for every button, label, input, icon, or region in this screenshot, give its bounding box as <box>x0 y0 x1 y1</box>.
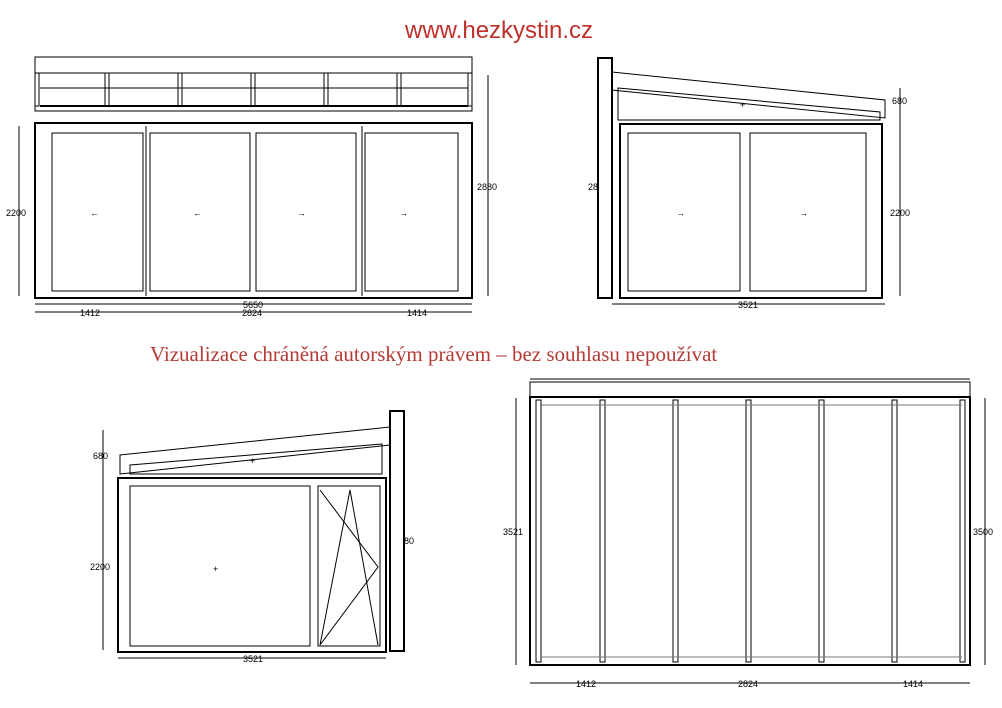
roof-post <box>745 399 752 663</box>
roof-mullion <box>177 72 183 107</box>
dim-label: 1414 <box>903 679 923 689</box>
dim-label: 2200 <box>90 562 110 572</box>
roof-post <box>818 399 825 663</box>
dim-label: 2200 <box>6 208 26 218</box>
roof-post <box>672 399 679 663</box>
dim-label: 1412 <box>576 679 596 689</box>
dim-label: 680 <box>892 96 907 106</box>
copyright-watermark: Vizualizace chráněná autorským právem – … <box>150 342 717 366</box>
dim-label: 80 <box>404 536 414 546</box>
slide-arrow: ← <box>193 208 202 218</box>
dim-label: 3500 <box>973 527 993 537</box>
svg-text:+: + <box>250 456 255 466</box>
dim-label: 2824 <box>738 679 758 689</box>
back-view: 3521 3500 1412 2824 1414 <box>503 378 993 689</box>
roof-mullion <box>467 72 473 107</box>
roof-post <box>891 399 898 663</box>
roof-mullion <box>104 72 110 107</box>
slide-arrow: → <box>297 208 306 218</box>
roof-post <box>959 399 966 663</box>
dim-label: 2200 <box>890 208 910 218</box>
roof-mullion <box>323 72 329 107</box>
site-url: www.hezkystin.cz <box>404 17 593 44</box>
dim-label: 680 <box>93 451 108 461</box>
dim-label: 2824 <box>242 308 262 318</box>
dim-label: 3521 <box>738 300 758 310</box>
svg-text:+: + <box>740 100 745 110</box>
side-view-left: + + 680 2200 80 3521 <box>90 410 414 664</box>
dim-label: 28 <box>588 182 598 192</box>
dim-label: 3521 <box>503 527 523 537</box>
slide-arrow: → <box>799 208 808 218</box>
dim-label: 5650 <box>243 300 263 310</box>
roof-post <box>599 399 606 663</box>
roof-mullion <box>396 72 402 107</box>
dim-label: 1412 <box>80 308 100 318</box>
dim-label: 3521 <box>243 654 263 664</box>
slide-arrow: ← <box>90 208 99 218</box>
roof-post <box>535 399 542 663</box>
svg-text:+: + <box>213 564 218 574</box>
slide-arrow: → <box>676 208 685 218</box>
side-view-right: + → → 28 680 2200 3521 <box>588 57 910 310</box>
dim-label: 1414 <box>407 308 427 318</box>
slide-arrow: → <box>399 208 408 218</box>
dim-label: 2880 <box>477 182 497 192</box>
roof-mullion <box>34 72 40 107</box>
roof-mullion <box>250 72 256 107</box>
front-view: ← ← → → 2200 2880 5650 1412 2824 1414 <box>6 56 497 318</box>
